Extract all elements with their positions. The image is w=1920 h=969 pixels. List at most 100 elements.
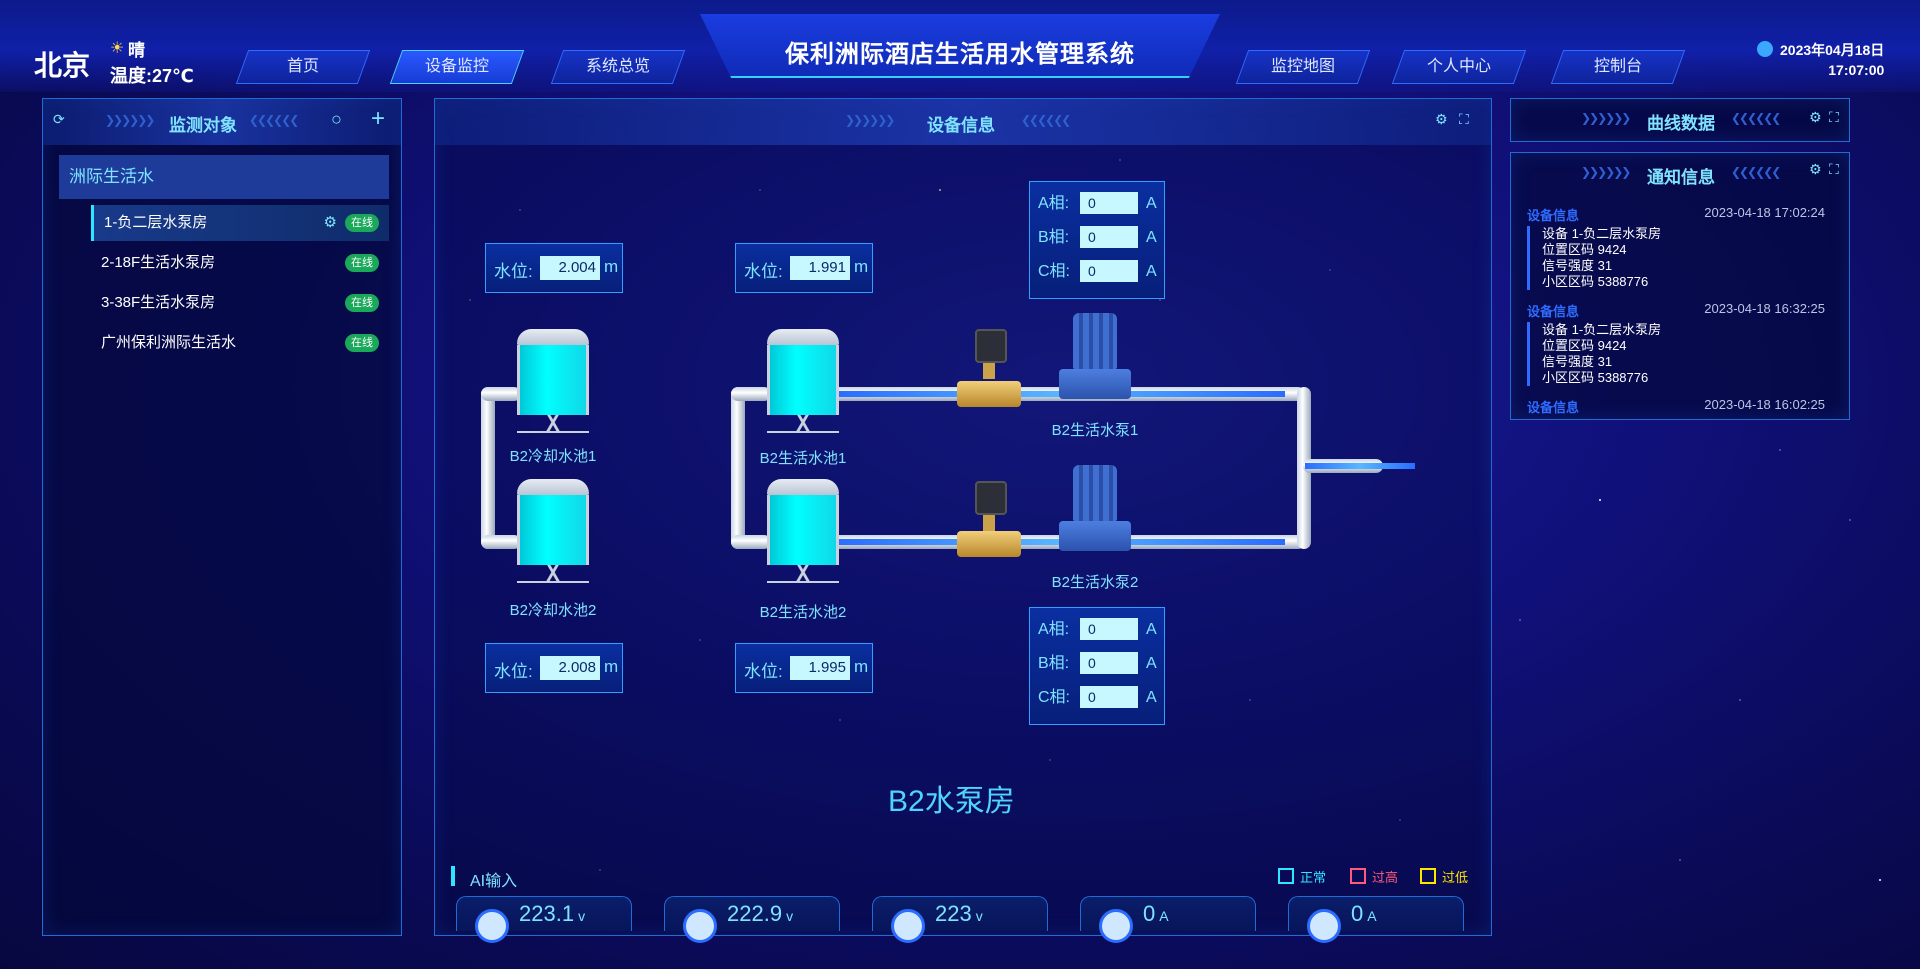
notification-item[interactable]: 设备信息 2023-04-18 16:32:25 设备 1-负二层水泵房 位置区… bbox=[1527, 301, 1837, 386]
legend-label: 过低 bbox=[1442, 870, 1469, 885]
chevron-left-icon: ❮❮❮❮❮❮ bbox=[1731, 111, 1781, 125]
notification-item[interactable]: 设备信息 2023-04-18 17:02:24 设备 1-负二层水泵房 位置区… bbox=[1527, 205, 1837, 290]
page-title: 保利洲际酒店生活用水管理系统 bbox=[785, 41, 1135, 68]
level-label: 水位: bbox=[744, 662, 783, 681]
settings-icon[interactable]: ⚙ bbox=[1435, 111, 1448, 127]
tree-item-1[interactable]: 1-负二层水泵房 ⚙ 在线 bbox=[91, 205, 389, 241]
nav-personal-center[interactable]: 个人中心 bbox=[1391, 50, 1527, 84]
nav-system-overview[interactable]: 系统总览 bbox=[550, 50, 686, 84]
tree-item-label: 1-负二层水泵房 bbox=[104, 214, 208, 231]
tank-label: B2冷却水池2 bbox=[509, 602, 597, 619]
pump-2-icon[interactable] bbox=[1059, 465, 1131, 551]
nav-device-monitor[interactable]: 设备监控 bbox=[389, 50, 525, 84]
tree-item-3[interactable]: 3-38F生活水泵房 在线 bbox=[91, 285, 389, 321]
tree-root-node[interactable]: 洲际生活水 bbox=[59, 155, 389, 199]
pump-1-icon[interactable] bbox=[1059, 313, 1131, 399]
level-label: 水位: bbox=[744, 262, 783, 281]
notification-item-time: 2023-04-18 17:02:24 bbox=[1704, 205, 1825, 220]
nav-home[interactable]: 首页 bbox=[235, 50, 371, 84]
phase-unit: A bbox=[1146, 621, 1157, 638]
gauge-icon bbox=[891, 909, 925, 943]
settings-icon[interactable]: ⚙ bbox=[1809, 161, 1822, 177]
pipe bbox=[481, 387, 521, 401]
tank-label: B2冷却水池1 bbox=[509, 448, 597, 465]
nav-personal-center-label: 个人中心 bbox=[1426, 58, 1491, 75]
legend-normal: 正常 bbox=[1278, 867, 1326, 886]
level-box-2: 水位: 1.991 m bbox=[735, 243, 873, 293]
level-box-4: 水位: 1.995 m bbox=[735, 643, 873, 693]
ai-input-label: AI输入 bbox=[470, 873, 518, 890]
phase-label: B相: bbox=[1038, 229, 1070, 246]
chevron-right-icon: ❯❯❯❯❯❯ bbox=[1581, 111, 1631, 125]
tree-item-4[interactable]: 广州保利洲际生活水 在线 bbox=[91, 325, 389, 361]
valve-icon[interactable] bbox=[957, 381, 1021, 407]
status-badge: 在线 bbox=[345, 294, 379, 312]
curve-data-panel: ❯❯❯❯❯❯ 曲线数据 ❮❮❮❮❮❮ ⚙ ⛶ bbox=[1510, 98, 1850, 142]
nav-system-overview-label: 系统总览 bbox=[585, 58, 650, 75]
notification-item-title: 设备信息 bbox=[1527, 208, 1580, 223]
level-box-1: 水位: 2.004 m bbox=[485, 243, 623, 293]
valve-stem bbox=[983, 363, 995, 379]
level-unit: m bbox=[854, 657, 869, 676]
tree-item-label: 3-38F生活水泵房 bbox=[101, 294, 216, 311]
phase-unit: A bbox=[1146, 655, 1157, 672]
settings-icon[interactable]: ⚙ bbox=[1809, 109, 1822, 125]
level-label: 水位: bbox=[494, 262, 533, 281]
level-unit: m bbox=[604, 657, 619, 676]
tank-living-1 bbox=[767, 329, 839, 433]
level-value: 2.008 bbox=[540, 656, 600, 680]
notification-item[interactable]: 设备信息 2023-04-18 16:02:25 bbox=[1527, 397, 1837, 416]
meter-unit: A bbox=[1159, 908, 1169, 924]
notification-item-time: 2023-04-18 16:32:25 bbox=[1704, 301, 1825, 316]
notification-line: 位置区码 9424 bbox=[1542, 338, 1627, 353]
nav-monitor-map[interactable]: 监控地图 bbox=[1235, 50, 1371, 84]
notification-line: 设备 1-负二层水泵房 bbox=[1542, 322, 1662, 337]
phase-label: C相: bbox=[1038, 263, 1071, 280]
phase-label: C相: bbox=[1038, 689, 1071, 706]
time-text: 17:07:00 bbox=[1828, 62, 1885, 78]
pump-label: B2生活水泵2 bbox=[1051, 574, 1139, 591]
nav-monitor-map-label: 监控地图 bbox=[1270, 58, 1335, 75]
search-icon[interactable]: ○ bbox=[331, 109, 342, 129]
tree-item-2[interactable]: 2-18F生活水泵房 在线 bbox=[91, 245, 389, 281]
add-icon[interactable]: + bbox=[371, 105, 386, 132]
phase-value: 0 bbox=[1080, 686, 1138, 708]
weather-text: 晴 bbox=[128, 41, 145, 60]
notification-item-time: 2023-04-18 16:02:25 bbox=[1704, 397, 1825, 412]
meter-unit: v bbox=[786, 908, 794, 924]
chevron-right-icon: ❯❯❯❯❯❯ bbox=[105, 113, 155, 127]
fullscreen-icon[interactable]: ⛶ bbox=[1829, 161, 1839, 177]
chevron-right-icon: ❯❯❯❯❯❯ bbox=[1581, 165, 1631, 179]
phase-unit: A bbox=[1146, 229, 1157, 246]
meter-value: 223 bbox=[935, 901, 972, 926]
curve-data-title: 曲线数据 bbox=[1647, 114, 1715, 133]
meter-unit: v bbox=[975, 908, 983, 924]
meter-value: 0 bbox=[1351, 901, 1364, 926]
status-badge: 在线 bbox=[345, 334, 379, 352]
level-unit: m bbox=[604, 257, 619, 276]
notification-line: 设备 1-负二层水泵房 bbox=[1542, 226, 1662, 241]
phase-label: A相: bbox=[1038, 621, 1070, 638]
meter-unit: v bbox=[578, 908, 586, 924]
city-name: 北京 bbox=[34, 50, 91, 81]
nav-console[interactable]: 控制台 bbox=[1550, 50, 1686, 84]
tank-cooling-1 bbox=[517, 329, 589, 433]
pipe bbox=[481, 387, 495, 549]
level-box-3: 水位: 2.008 m bbox=[485, 643, 623, 693]
fullscreen-icon[interactable]: ⛶ bbox=[1829, 109, 1839, 125]
level-unit: m bbox=[854, 257, 869, 276]
valve-icon[interactable] bbox=[957, 531, 1021, 557]
refresh-icon[interactable]: ⟳ bbox=[53, 111, 65, 127]
gear-icon[interactable]: ⚙ bbox=[323, 214, 337, 231]
level-label: 水位: bbox=[494, 662, 533, 681]
fullscreen-icon[interactable]: ⛶ bbox=[1459, 111, 1469, 127]
tank-label: B2生活水池1 bbox=[759, 450, 847, 467]
